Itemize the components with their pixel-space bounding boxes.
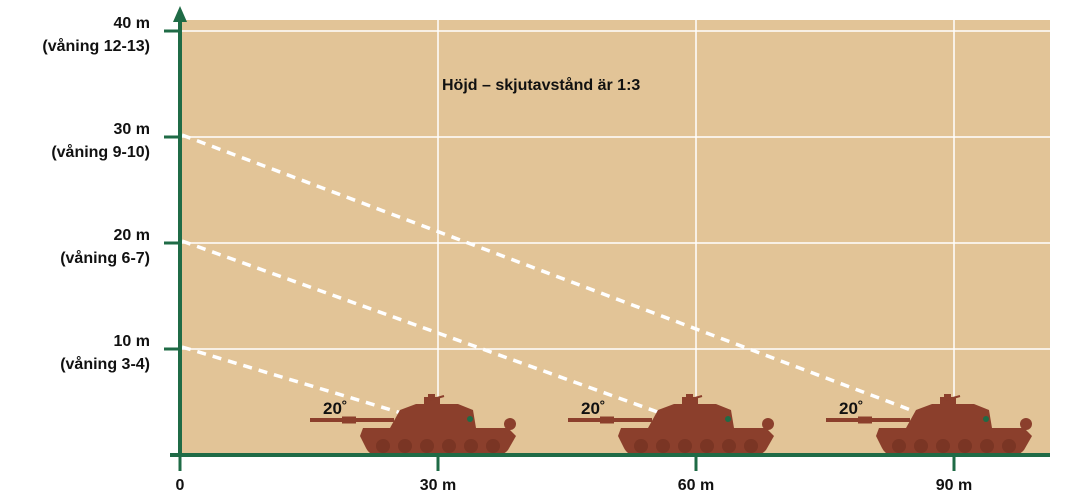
- y-tick-floor-label: (våning 6-7): [60, 249, 150, 267]
- y-axis-ticks: 10 m (våning 3-4) 20 m (våning 6-7) 30 m (vån…: [42, 15, 180, 373]
- tank-icon: 20˚: [826, 394, 1032, 456]
- x-tick-label: 60 m: [678, 477, 714, 494]
- y-tick-floor-label: (våning 3-4): [60, 355, 150, 373]
- angle-label: 20˚: [323, 399, 348, 418]
- diagram-title: Höjd – skjutavstånd är 1:3: [442, 76, 640, 94]
- arrow-up-icon: [173, 6, 187, 22]
- x-tick-label: 30 m: [420, 477, 456, 494]
- sight-line: [181, 133, 925, 417]
- sight-line: [181, 239, 667, 417]
- plot-background: [180, 20, 1050, 455]
- angle-label: 20˚: [839, 399, 864, 418]
- tank-icon: 20˚: [568, 394, 774, 456]
- x-axis-ticks: 0 30 m 60 m 90 m: [176, 455, 972, 494]
- x-tick-label: 0: [176, 477, 185, 494]
- sight-lines: [181, 133, 925, 417]
- x-tick-label: 90 m: [936, 477, 972, 494]
- tanks: 20˚ 20˚ 20˚: [310, 394, 1032, 456]
- y-tick-floor-label: (våning 12-13): [42, 37, 150, 55]
- y-tick-label: 40 m: [114, 15, 150, 32]
- sight-line: [181, 345, 409, 417]
- angle-label: 20˚: [581, 399, 606, 418]
- y-tick-label: 20 m: [114, 227, 150, 244]
- grid-lines: [180, 20, 1050, 455]
- y-tick-label: 30 m: [114, 121, 150, 138]
- tank-icon: 20˚: [310, 394, 516, 456]
- y-tick-floor-label: (våning 9-10): [51, 143, 150, 161]
- y-tick-label: 10 m: [114, 333, 150, 350]
